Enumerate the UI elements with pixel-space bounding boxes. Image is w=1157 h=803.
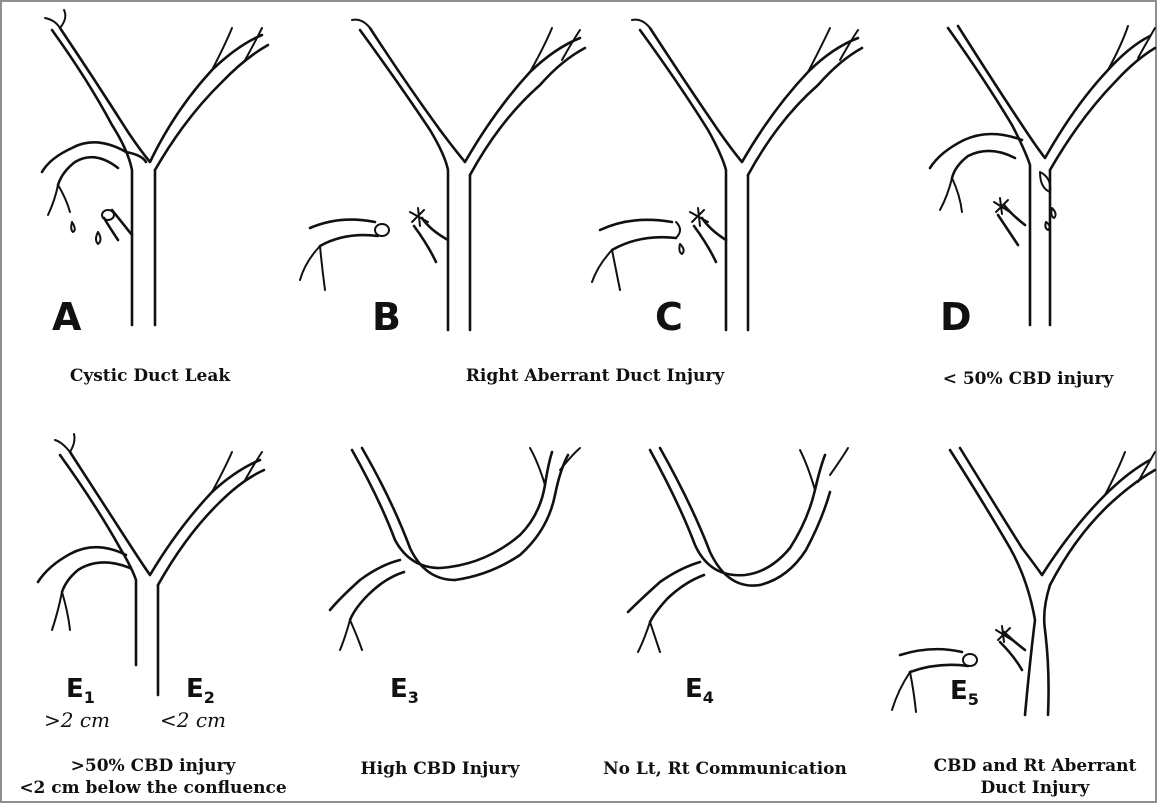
caption-e5-line1: CBD and Rt Aberrant xyxy=(920,755,1150,777)
caption-b-c: Right Aberrant Duct Injury xyxy=(400,365,790,387)
panel-letter-a: A xyxy=(52,298,81,336)
panel-a-drawing xyxy=(42,10,268,325)
label-e2: E2 xyxy=(186,676,215,706)
panel-letter-b: B xyxy=(372,298,401,336)
panel-letter-c: C xyxy=(655,298,683,336)
distance-e2: <2 cm xyxy=(160,708,226,732)
panel-e4-drawing xyxy=(628,448,848,652)
caption-e1-e2: >50% CBD injury <2 cm below the confluen… xyxy=(8,755,298,799)
label-e4: E4 xyxy=(685,676,714,706)
caption-e4: No Lt, Rt Communication xyxy=(590,758,860,780)
panel-letter-d: D xyxy=(940,298,972,336)
caption-e1-e2-line1: >50% CBD injury xyxy=(8,755,298,777)
panel-e3-drawing xyxy=(330,448,580,650)
caption-a: Cystic Duct Leak xyxy=(40,365,260,387)
caption-e5: CBD and Rt Aberrant Duct Injury xyxy=(920,755,1150,799)
caption-e1-e2-line2: <2 cm below the confluence xyxy=(8,777,298,799)
caption-d: < 50% CBD injury xyxy=(918,368,1138,390)
distance-e1: >2 cm xyxy=(44,708,110,732)
panel-e5-drawing xyxy=(892,448,1155,715)
panel-e1-e2-drawing xyxy=(38,434,264,695)
label-e3: E3 xyxy=(390,676,419,706)
panel-d-drawing xyxy=(930,26,1155,325)
caption-e5-line2: Duct Injury xyxy=(920,777,1150,799)
label-e5: E5 xyxy=(950,678,979,708)
caption-e3: High CBD Injury xyxy=(340,758,540,780)
label-e1: E1 xyxy=(66,676,95,706)
panel-b-drawing xyxy=(300,20,585,330)
panel-c-drawing xyxy=(592,20,862,330)
